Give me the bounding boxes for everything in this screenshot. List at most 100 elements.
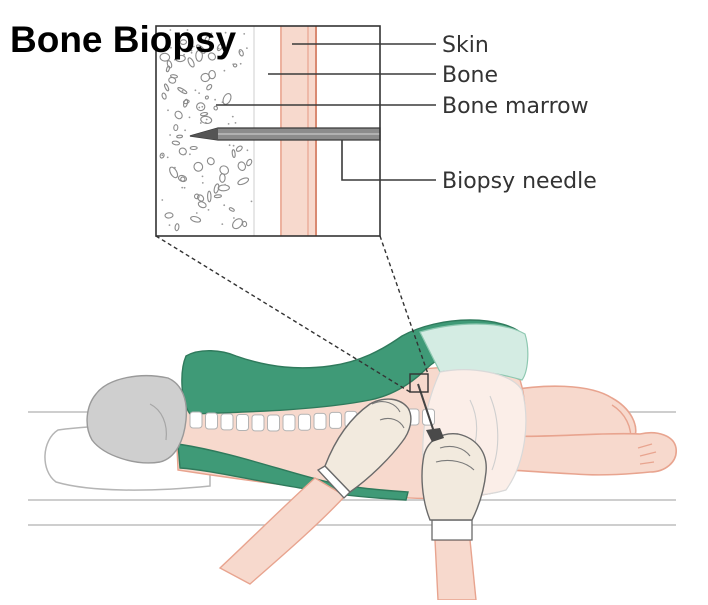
marrow-pore [166, 60, 173, 69]
marrow-pore [169, 74, 179, 79]
marrow-pore [165, 65, 171, 73]
marrow-pore [190, 215, 202, 223]
marrow-dot [194, 89, 197, 92]
marrow-dot [228, 144, 231, 147]
marrow-dot [201, 182, 204, 184]
marrow-pore [180, 176, 186, 182]
marrow-pore [164, 212, 174, 219]
vertebra [220, 413, 234, 431]
marrow-dot [217, 47, 220, 50]
marrow-dot [190, 40, 193, 43]
marrow-pore [179, 39, 188, 45]
marrow-dot [210, 32, 213, 35]
marrow-dot [233, 217, 235, 219]
diagram-title: Bone Biopsy [10, 19, 237, 60]
zoom-lines [155, 235, 429, 393]
labels: Skin Bone Bone marrow Biopsy needle [442, 33, 597, 194]
marrow-dot [243, 33, 246, 35]
label-bone: Bone [442, 63, 498, 88]
marrow-dot [184, 129, 187, 132]
marrow-pore [219, 165, 230, 175]
marrow-pore [175, 54, 186, 63]
marrow-pore [196, 44, 206, 54]
leader-lines [216, 43, 436, 181]
marrow-pore [237, 161, 247, 171]
marrow-pore [161, 92, 167, 100]
marrow-pore [177, 87, 188, 95]
marrow-pore [187, 57, 195, 68]
marrow-dot [167, 109, 169, 112]
marrow-pore [159, 52, 171, 62]
marrow-pore [206, 84, 213, 91]
marrow-pore [159, 152, 165, 159]
marrow-pore [213, 183, 220, 194]
marrow-dot [205, 118, 208, 121]
vertebra [267, 414, 280, 432]
marrow-dot [246, 47, 248, 49]
marrow-pore [169, 166, 179, 179]
marrow-dot [205, 113, 208, 116]
doctor-right-arm [417, 383, 487, 601]
marrow-dot [198, 92, 201, 94]
marrow-pore [199, 111, 209, 117]
marrow-dot [186, 29, 189, 31]
marrow-pore [207, 52, 217, 61]
spine [189, 408, 435, 432]
marrow-pore [173, 124, 179, 132]
marrow-dot [183, 53, 186, 56]
left-glove [324, 398, 412, 493]
marrow-pore [171, 140, 181, 146]
marrow-pore [207, 190, 212, 203]
marrow-pore [213, 194, 222, 199]
marrow-pore [163, 83, 170, 92]
marrow-dot [198, 106, 201, 109]
vertebra [251, 414, 265, 432]
marrow-pore [206, 157, 215, 166]
marrow-pore [193, 193, 200, 200]
patient-gown [177, 319, 529, 501]
marrow-dot [234, 122, 237, 124]
marrow-dot [169, 29, 172, 31]
marrow-pore [237, 177, 250, 186]
marrow-pore [246, 158, 253, 167]
marrow-pore [182, 99, 190, 105]
marrow-dot [214, 98, 217, 101]
vertebra [298, 413, 311, 431]
vertebra [236, 414, 249, 431]
vertebra [282, 414, 296, 432]
marrow-pore [232, 218, 243, 230]
marrow-dot [181, 186, 184, 189]
marrow-dot [166, 156, 169, 159]
marrow-dot [246, 149, 249, 152]
marrow-dot [190, 51, 193, 54]
marrow-pore [238, 49, 244, 57]
marrow-dot [204, 121, 207, 124]
marrow-pore [216, 43, 224, 52]
marrow-dot [201, 105, 204, 108]
marrow-dot [226, 50, 229, 52]
vertebra [205, 412, 218, 430]
marrow-pore [204, 35, 211, 43]
focus-box [409, 373, 429, 393]
marrow-pore [193, 161, 204, 172]
marrow-pore [174, 223, 180, 232]
marrow-pore [242, 220, 248, 228]
marrow-dot [189, 153, 191, 156]
marrow-dot [195, 212, 198, 214]
marrow-dot [232, 144, 235, 147]
patient-legs [486, 385, 677, 476]
marrow-dot [181, 90, 184, 92]
marrow-pore [197, 194, 205, 202]
marrow-dot [174, 58, 176, 61]
inset-frame [155, 25, 381, 237]
label-biopsy-needle: Biopsy needle [442, 169, 597, 194]
marrow-pore [197, 201, 207, 209]
marrow-dot [184, 153, 186, 156]
marrow-pore [208, 69, 216, 80]
marrow-pore [178, 147, 187, 156]
marrow-dot [227, 123, 230, 125]
doctor-left-arm [218, 398, 412, 585]
marrow-dot [189, 34, 192, 37]
